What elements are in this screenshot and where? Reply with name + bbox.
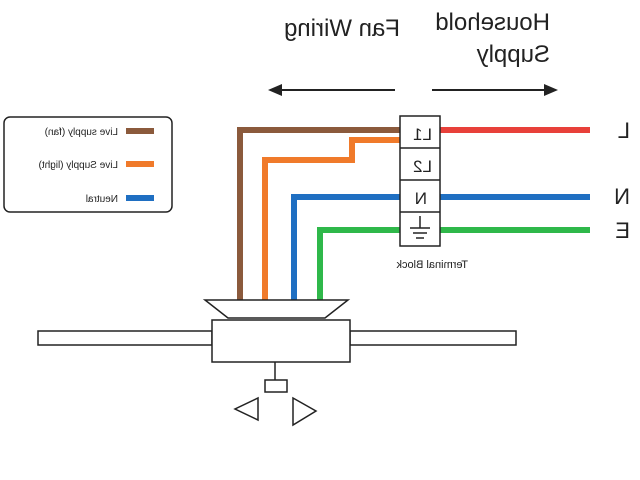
supply-label-live: L <box>618 118 630 143</box>
light-fitting <box>264 379 288 393</box>
household-supply-arrow <box>432 84 558 96</box>
terminal-l1: L1 <box>413 125 432 144</box>
neutral-wire <box>291 194 400 300</box>
light-bulb-right-icon <box>292 396 318 427</box>
legend: Live supply (fan) Live Supply (light) Ne… <box>3 116 173 213</box>
ceiling-fan <box>37 299 517 427</box>
supply-label-earth: E <box>615 218 630 243</box>
fan-motor-housing <box>211 319 351 363</box>
terminal-n: N <box>415 189 427 208</box>
fan-live-wire <box>237 127 400 300</box>
terminal-block-label: Terminal Block <box>396 259 468 271</box>
light-bulb-left-icon <box>233 396 259 422</box>
legend-label-light: Live Supply (light) <box>39 160 118 171</box>
terminal-l2: L2 <box>413 157 432 176</box>
supply-heading: Supply <box>477 41 550 68</box>
fan-wiring-arrow <box>268 84 395 96</box>
fan-canopy <box>202 299 351 319</box>
household-heading: Household <box>435 9 550 36</box>
terminal-block: L1 L2 N <box>399 115 441 247</box>
light-live-wire <box>262 137 400 300</box>
legend-label-neutral: Neutral <box>86 194 118 205</box>
earth-wire <box>317 227 400 300</box>
earth-symbol-icon <box>410 216 430 239</box>
legend-label-fan: Live supply (fan) <box>45 127 118 138</box>
supply-label-neutral: N <box>614 184 630 209</box>
fan-blade-right <box>349 330 517 346</box>
fan-wiring-heading: Fan Wiring <box>284 15 400 42</box>
fan-blade-left <box>37 330 213 346</box>
